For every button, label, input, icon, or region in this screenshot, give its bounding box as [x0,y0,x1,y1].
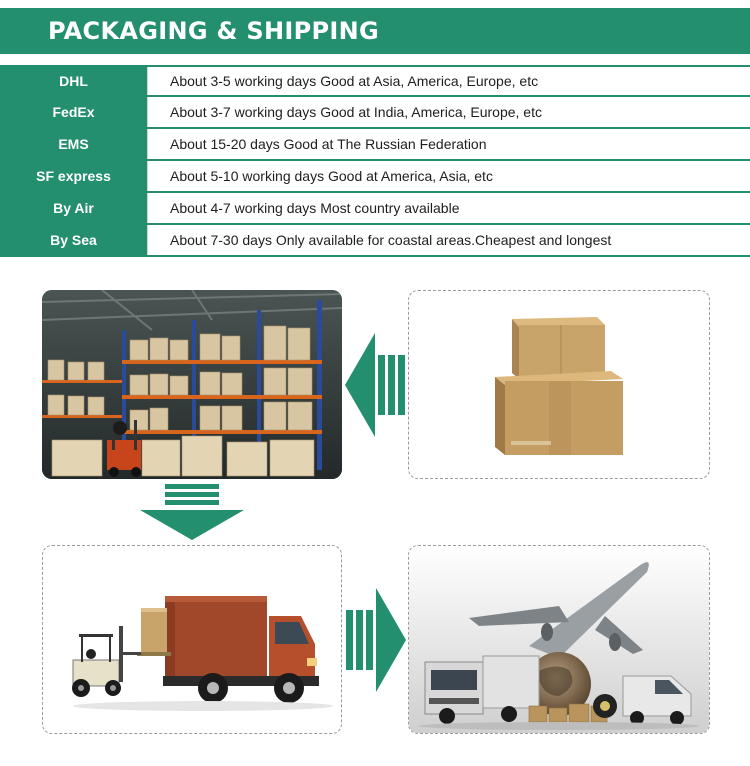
airplane-truck-icon [408,545,710,734]
shipping-method-label: DHL [0,67,147,95]
arrow-left-icon [345,333,405,437]
shipping-method-description: About 3-7 working days Good at India, Am… [147,97,750,127]
table-row: EMS About 15-20 days Good at The Russian… [0,129,750,161]
shipping-method-description: About 15-20 days Good at The Russian Fed… [147,129,750,159]
forklift-truck-icon [42,545,342,734]
cardboard-boxes-icon [408,290,710,479]
shipping-method-description: About 7-30 days Only available for coast… [147,225,750,255]
table-row: By Air About 4-7 working days Most count… [0,193,750,225]
shipping-method-label: FedEx [0,97,147,127]
shipping-table: DHL About 3-5 working days Good at Asia,… [0,65,750,257]
warehouse-photo-icon [42,290,342,479]
shipping-method-label: SF express [0,161,147,191]
table-row: DHL About 3-5 working days Good at Asia,… [0,65,750,97]
shipping-method-label: By Sea [0,225,147,255]
header-banner: PACKAGING & SHIPPING [0,8,750,54]
shipping-method-label: EMS [0,129,147,159]
shipping-method-description: About 5-10 working days Good at America,… [147,161,750,191]
page-title: PACKAGING & SHIPPING [48,17,379,45]
shipping-method-description: About 3-5 working days Good at Asia, Ame… [147,67,750,95]
table-row: By Sea About 7-30 days Only available fo… [0,225,750,257]
arrow-down-icon [140,484,244,540]
table-row: SF express About 5-10 working days Good … [0,161,750,193]
shipping-method-label: By Air [0,193,147,223]
arrow-right-icon [346,588,406,692]
shipping-method-description: About 4-7 working days Most country avai… [147,193,750,223]
table-row: FedEx About 3-7 working days Good at Ind… [0,97,750,129]
